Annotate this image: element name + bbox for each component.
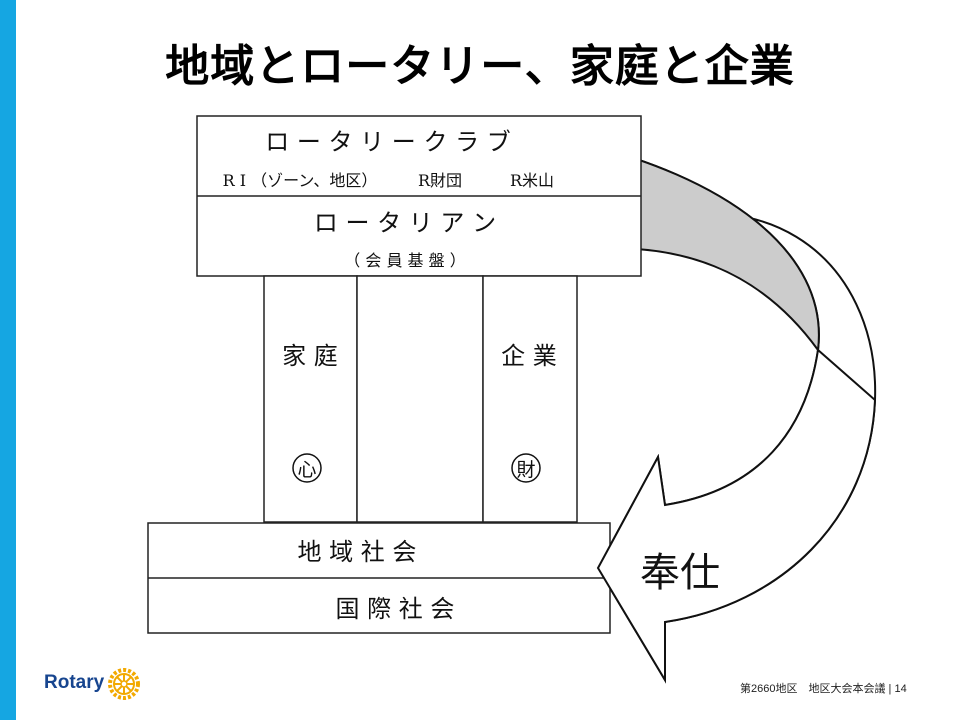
family-label: 家 庭: [282, 342, 338, 370]
center-pillar: [356, 275, 484, 523]
wealth-symbol: 財: [516, 459, 535, 481]
heart-symbol: 心: [297, 459, 316, 481]
rotarian-label: ロ ー タ リ ア ン: [314, 209, 496, 237]
family-pillar: [263, 275, 358, 523]
business-pillar: [482, 275, 578, 523]
left-accent-stripe: [0, 0, 16, 720]
r-foundation-label: R財団: [418, 171, 462, 190]
slide-title: 地域とロータリー、家庭と企業: [165, 41, 795, 92]
footer-meeting-info: 第2660地区 地区大会本会議 | 14: [740, 680, 907, 696]
rotary-logo-text: Rotary: [44, 672, 105, 693]
ri-zone-district-label: R I （ゾーン、地区）: [223, 171, 378, 190]
rotary-wheel-icon: [108, 668, 140, 700]
rotary-club-label: ロ ー タ リ ー ク ラ ブ: [265, 128, 510, 156]
wealth-symbol-circle: [511, 453, 541, 483]
page-separator: |: [888, 683, 895, 695]
heart-symbol-circle: [292, 453, 322, 483]
local-community-label: 地 域 社 会: [298, 538, 417, 566]
meeting-name: 第2660地区 地区大会本会議: [740, 683, 886, 695]
page-number: 14: [894, 683, 907, 695]
service-label: 奉仕: [640, 550, 720, 596]
membership-base-label: （ 会 員 基 盤 ）: [344, 251, 465, 270]
business-label: 企 業: [501, 342, 557, 370]
service-arrow-head: [596, 348, 877, 684]
international-community-label: 国 際 社 会: [336, 595, 455, 623]
r-yoneyama-label: R米山: [510, 171, 554, 190]
